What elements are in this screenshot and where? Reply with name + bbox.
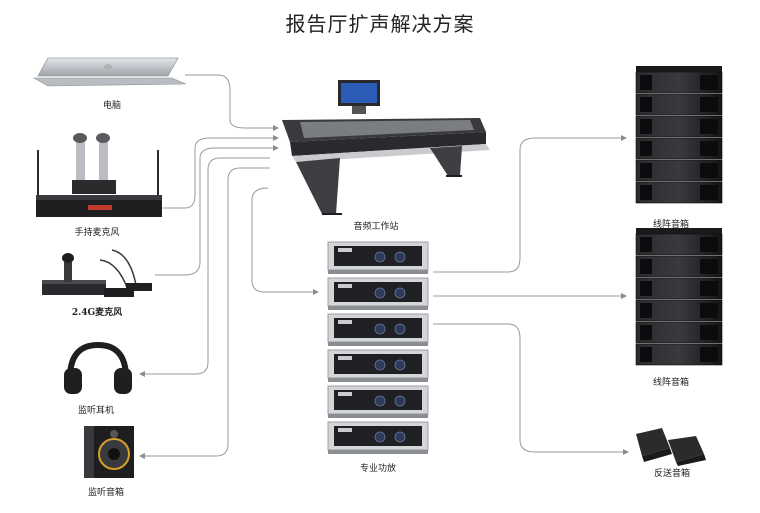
audio-console-icon [282,80,490,215]
line-array-cabinet [635,277,723,300]
label-mic-24g: 2.4G麦克风 [71,308,123,318]
label-line-array-2: 线阵音箱 [652,378,690,388]
line-array-cabinet [635,71,723,94]
amplifier-unit [327,349,429,382]
label-floor-monitor: 反送音箱 [653,469,691,479]
label-monitor-speaker: 监听音箱 [87,488,125,498]
line-array-cabinet [635,181,723,204]
line-array-cabinet [635,233,723,256]
diagram-title: 报告厅扩声解决方案 [285,12,475,36]
label-console: 音频工作站 [353,222,399,232]
laptop-icon [32,57,187,87]
amplifier-unit [327,277,429,310]
line-array-cabinet [635,343,723,366]
amplifier-unit [327,313,429,346]
line-array-cabinet [635,299,723,322]
connector-console-headphones [139,157,270,377]
amplifier-stack [327,241,429,454]
label-line-array-1: 线阵音箱 [652,220,690,230]
line-array-cabinet [635,321,723,344]
connector-mic-console [163,135,279,209]
connector-lines-output [433,135,629,455]
line-array-cabinet [635,115,723,138]
line-array-speaker-1 [635,66,723,204]
label-amplifiers: 专业功放 [359,464,397,474]
connector-lines [139,74,319,459]
connector-24g-console [155,145,279,276]
connector-console-monitor [139,167,270,459]
floor-monitor-icon [636,428,706,466]
line-array-cabinet [635,255,723,278]
mic-24g-icon [42,249,152,297]
studio-monitor-icon [84,426,134,478]
amplifier-unit [327,241,429,274]
line-array-cabinet [635,137,723,160]
line-array-cabinet [635,93,723,116]
connector-laptop-console [185,74,279,131]
connector-amp-monitor [433,323,629,455]
amplifier-unit [327,385,429,418]
amplifier-unit [327,421,429,454]
connector-console-amps [251,187,319,295]
label-laptop: 电脑 [102,101,122,111]
handheld-mic-icon [36,133,162,217]
line-array-cabinet [635,159,723,182]
connector-amp-linearray1 [433,135,627,273]
label-handheld-mic: 手持麦克风 [74,228,120,238]
headphones-icon [64,341,132,394]
label-headphones: 监听耳机 [77,406,115,416]
line-array-speaker-2 [635,228,723,366]
